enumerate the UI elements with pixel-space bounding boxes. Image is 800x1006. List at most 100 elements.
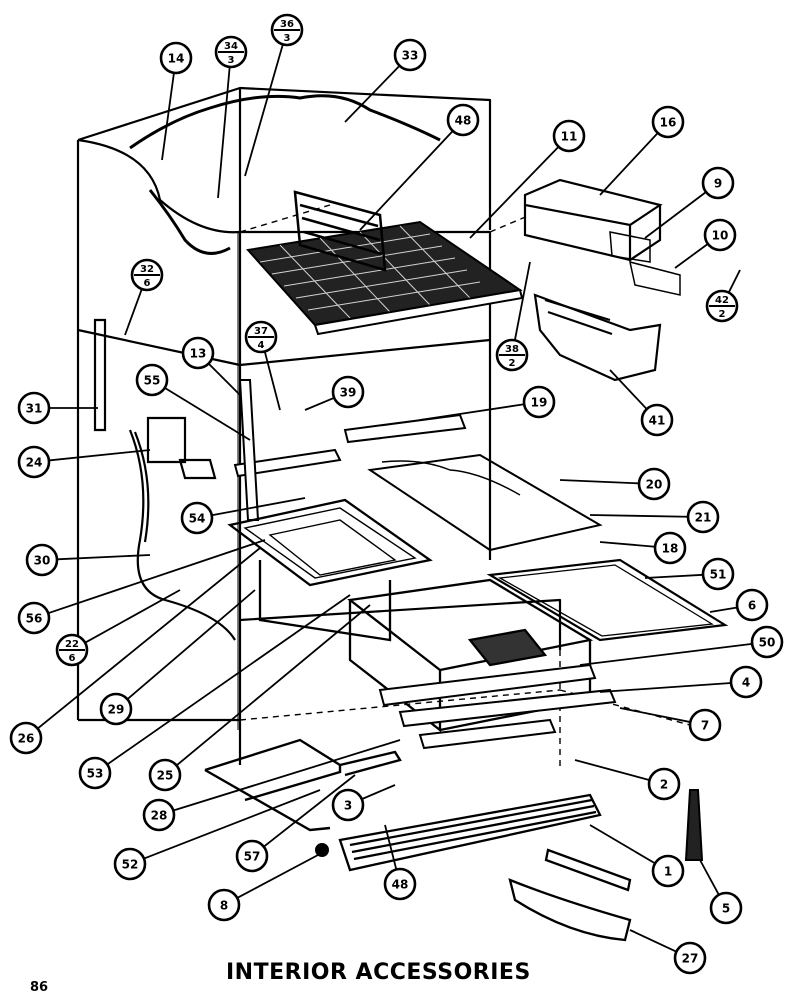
leader-c14: [161, 72, 175, 161]
callout-denominator: 6: [69, 653, 76, 664]
toe-grille: [338, 793, 602, 872]
leader-c24: [48, 449, 151, 462]
leader-c39: [304, 396, 335, 411]
callout-circle: [446, 103, 480, 137]
leader-c3: [361, 784, 396, 800]
callout-c13: 13: [181, 336, 215, 370]
callout-circle: [637, 467, 671, 501]
leader-c52: [143, 789, 321, 860]
callout-label: 21: [695, 511, 712, 525]
callout-label: 31: [26, 402, 43, 416]
crisper-drawer: [347, 578, 594, 733]
callout-circle: [640, 403, 674, 437]
callout-denominator: 2: [509, 358, 516, 369]
callout-circle: [686, 500, 720, 534]
leader-c33: [344, 65, 401, 123]
callout-c21: 21: [686, 500, 720, 534]
callout-circle: [207, 888, 241, 922]
callout-label: 25: [157, 769, 174, 783]
callout-denominator: 3: [228, 55, 235, 66]
callout-circle: [750, 625, 784, 659]
callout-label: 29: [108, 703, 125, 717]
callout-circle: [383, 867, 417, 901]
callout-denominator: 6: [144, 278, 151, 289]
callout-label: 33: [402, 49, 419, 63]
callout-circle: [181, 336, 215, 370]
callout-label: 5: [722, 902, 730, 916]
callout-circle: [17, 391, 51, 425]
callout-c10: 10: [703, 218, 737, 252]
callout-label: 50: [759, 636, 776, 650]
callout-circle: [331, 375, 365, 409]
leader-c27: [629, 929, 677, 953]
callout-denominator: 4: [258, 340, 265, 351]
callout-c30: 30: [25, 543, 59, 577]
leader-c6: [709, 606, 738, 613]
callout-c16: 16: [651, 105, 685, 139]
callout-c52: 52: [113, 847, 147, 881]
leader-c1: [589, 824, 656, 865]
callout-c4: 4: [729, 665, 763, 699]
callout-label: 41: [649, 414, 666, 428]
callout-circle: [701, 166, 735, 200]
leader-c5: [699, 859, 720, 896]
callout-c48b: 48: [383, 867, 417, 901]
callout-c39: 39: [331, 375, 365, 409]
glass-shelf: [367, 453, 603, 552]
leader-c22: [84, 589, 181, 644]
callout-c41: 41: [640, 403, 674, 437]
callout-label: 9: [714, 177, 722, 191]
callout-c48a: 48: [446, 103, 480, 137]
callout-circle: [651, 854, 685, 888]
callout-label: 11: [561, 130, 578, 144]
callout-circle: [331, 788, 365, 822]
callout-circle: [135, 363, 169, 397]
callout-label: 7: [701, 719, 709, 733]
callout-label: 6: [748, 599, 756, 613]
callout-c5: 5: [709, 891, 743, 925]
leader-c42: [727, 269, 741, 293]
ice-maker: [523, 178, 681, 382]
callout-label: 48: [392, 878, 409, 892]
callout-numerator: 38: [505, 344, 519, 355]
callout-label: 1: [664, 865, 672, 879]
drain-pan: [508, 848, 632, 942]
callout-circle: [701, 557, 735, 591]
callout-label: 48: [455, 114, 472, 128]
callout-circle: [78, 756, 112, 790]
callout-c54: 54: [180, 501, 214, 535]
rails: [233, 379, 467, 521]
callout-c25: 25: [148, 758, 182, 792]
callout-circle: [651, 105, 685, 139]
callout-label: 30: [34, 554, 51, 568]
leader-c41: [609, 369, 648, 410]
callout-c11: 11: [552, 119, 586, 153]
callout-circle: [142, 798, 176, 832]
leveling-leg: [315, 789, 704, 861]
callout-circle: [653, 531, 687, 565]
callout-circle: [709, 891, 743, 925]
callout-c32: 326: [130, 258, 164, 292]
callout-circle: [25, 543, 59, 577]
callout-label: 19: [531, 396, 548, 410]
leader-c48a: [359, 130, 454, 231]
callout-label: 8: [220, 899, 228, 913]
leader-c7: [619, 707, 691, 723]
callout-circle: [17, 445, 51, 479]
leader-c50: [579, 642, 753, 666]
callout-circle: [735, 588, 769, 622]
callout-label: 10: [712, 229, 729, 243]
callout-label: 39: [340, 386, 357, 400]
callout-label: 26: [18, 732, 35, 746]
callout-denominator: 3: [284, 33, 291, 44]
callout-c56: 56: [17, 601, 51, 635]
leader-c38: [513, 261, 531, 341]
callout-c1: 1: [651, 854, 685, 888]
callout-c36: 363: [270, 13, 304, 47]
callout-c2: 2: [647, 767, 681, 801]
leader-c53: [106, 594, 351, 766]
callout-c51: 51: [701, 557, 735, 591]
callout-label: 14: [168, 52, 185, 66]
leader-lines: [37, 44, 753, 953]
leader-c32: [124, 288, 143, 336]
